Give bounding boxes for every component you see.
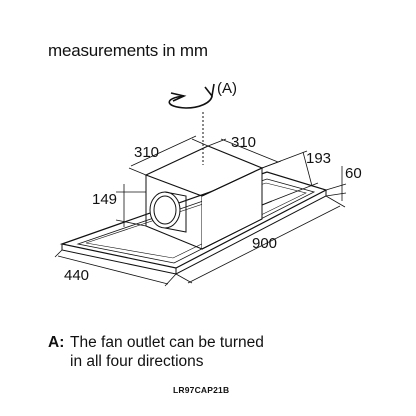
measurements-title: measurements in mm bbox=[48, 41, 208, 60]
note-key: A: bbox=[48, 334, 65, 351]
note-line-1: The fan outlet can be turned bbox=[70, 334, 264, 351]
dimension-lines bbox=[54, 135, 347, 287]
dimension-box-height: 193 bbox=[306, 150, 331, 167]
rotation-arrow-icon bbox=[168, 83, 215, 109]
dimension-outlet-height: 149 bbox=[92, 191, 117, 208]
fan-outlet bbox=[149, 191, 187, 233]
model-code: LR97CAP21B bbox=[173, 385, 230, 395]
dimension-frame-height: 60 bbox=[345, 165, 362, 182]
dimension-length: 900 bbox=[252, 235, 277, 252]
dimension-width: 440 bbox=[64, 267, 89, 284]
dimension-outlet-right: 310 bbox=[231, 134, 256, 151]
rotation-label: (A) bbox=[217, 80, 237, 97]
base-frame bbox=[59, 171, 328, 275]
note-line-2: in all four directions bbox=[70, 353, 204, 370]
dimension-outlet-left: 310 bbox=[134, 144, 159, 161]
fan-outlet-note: A: The fan outlet can be turned in all fo… bbox=[48, 333, 264, 371]
